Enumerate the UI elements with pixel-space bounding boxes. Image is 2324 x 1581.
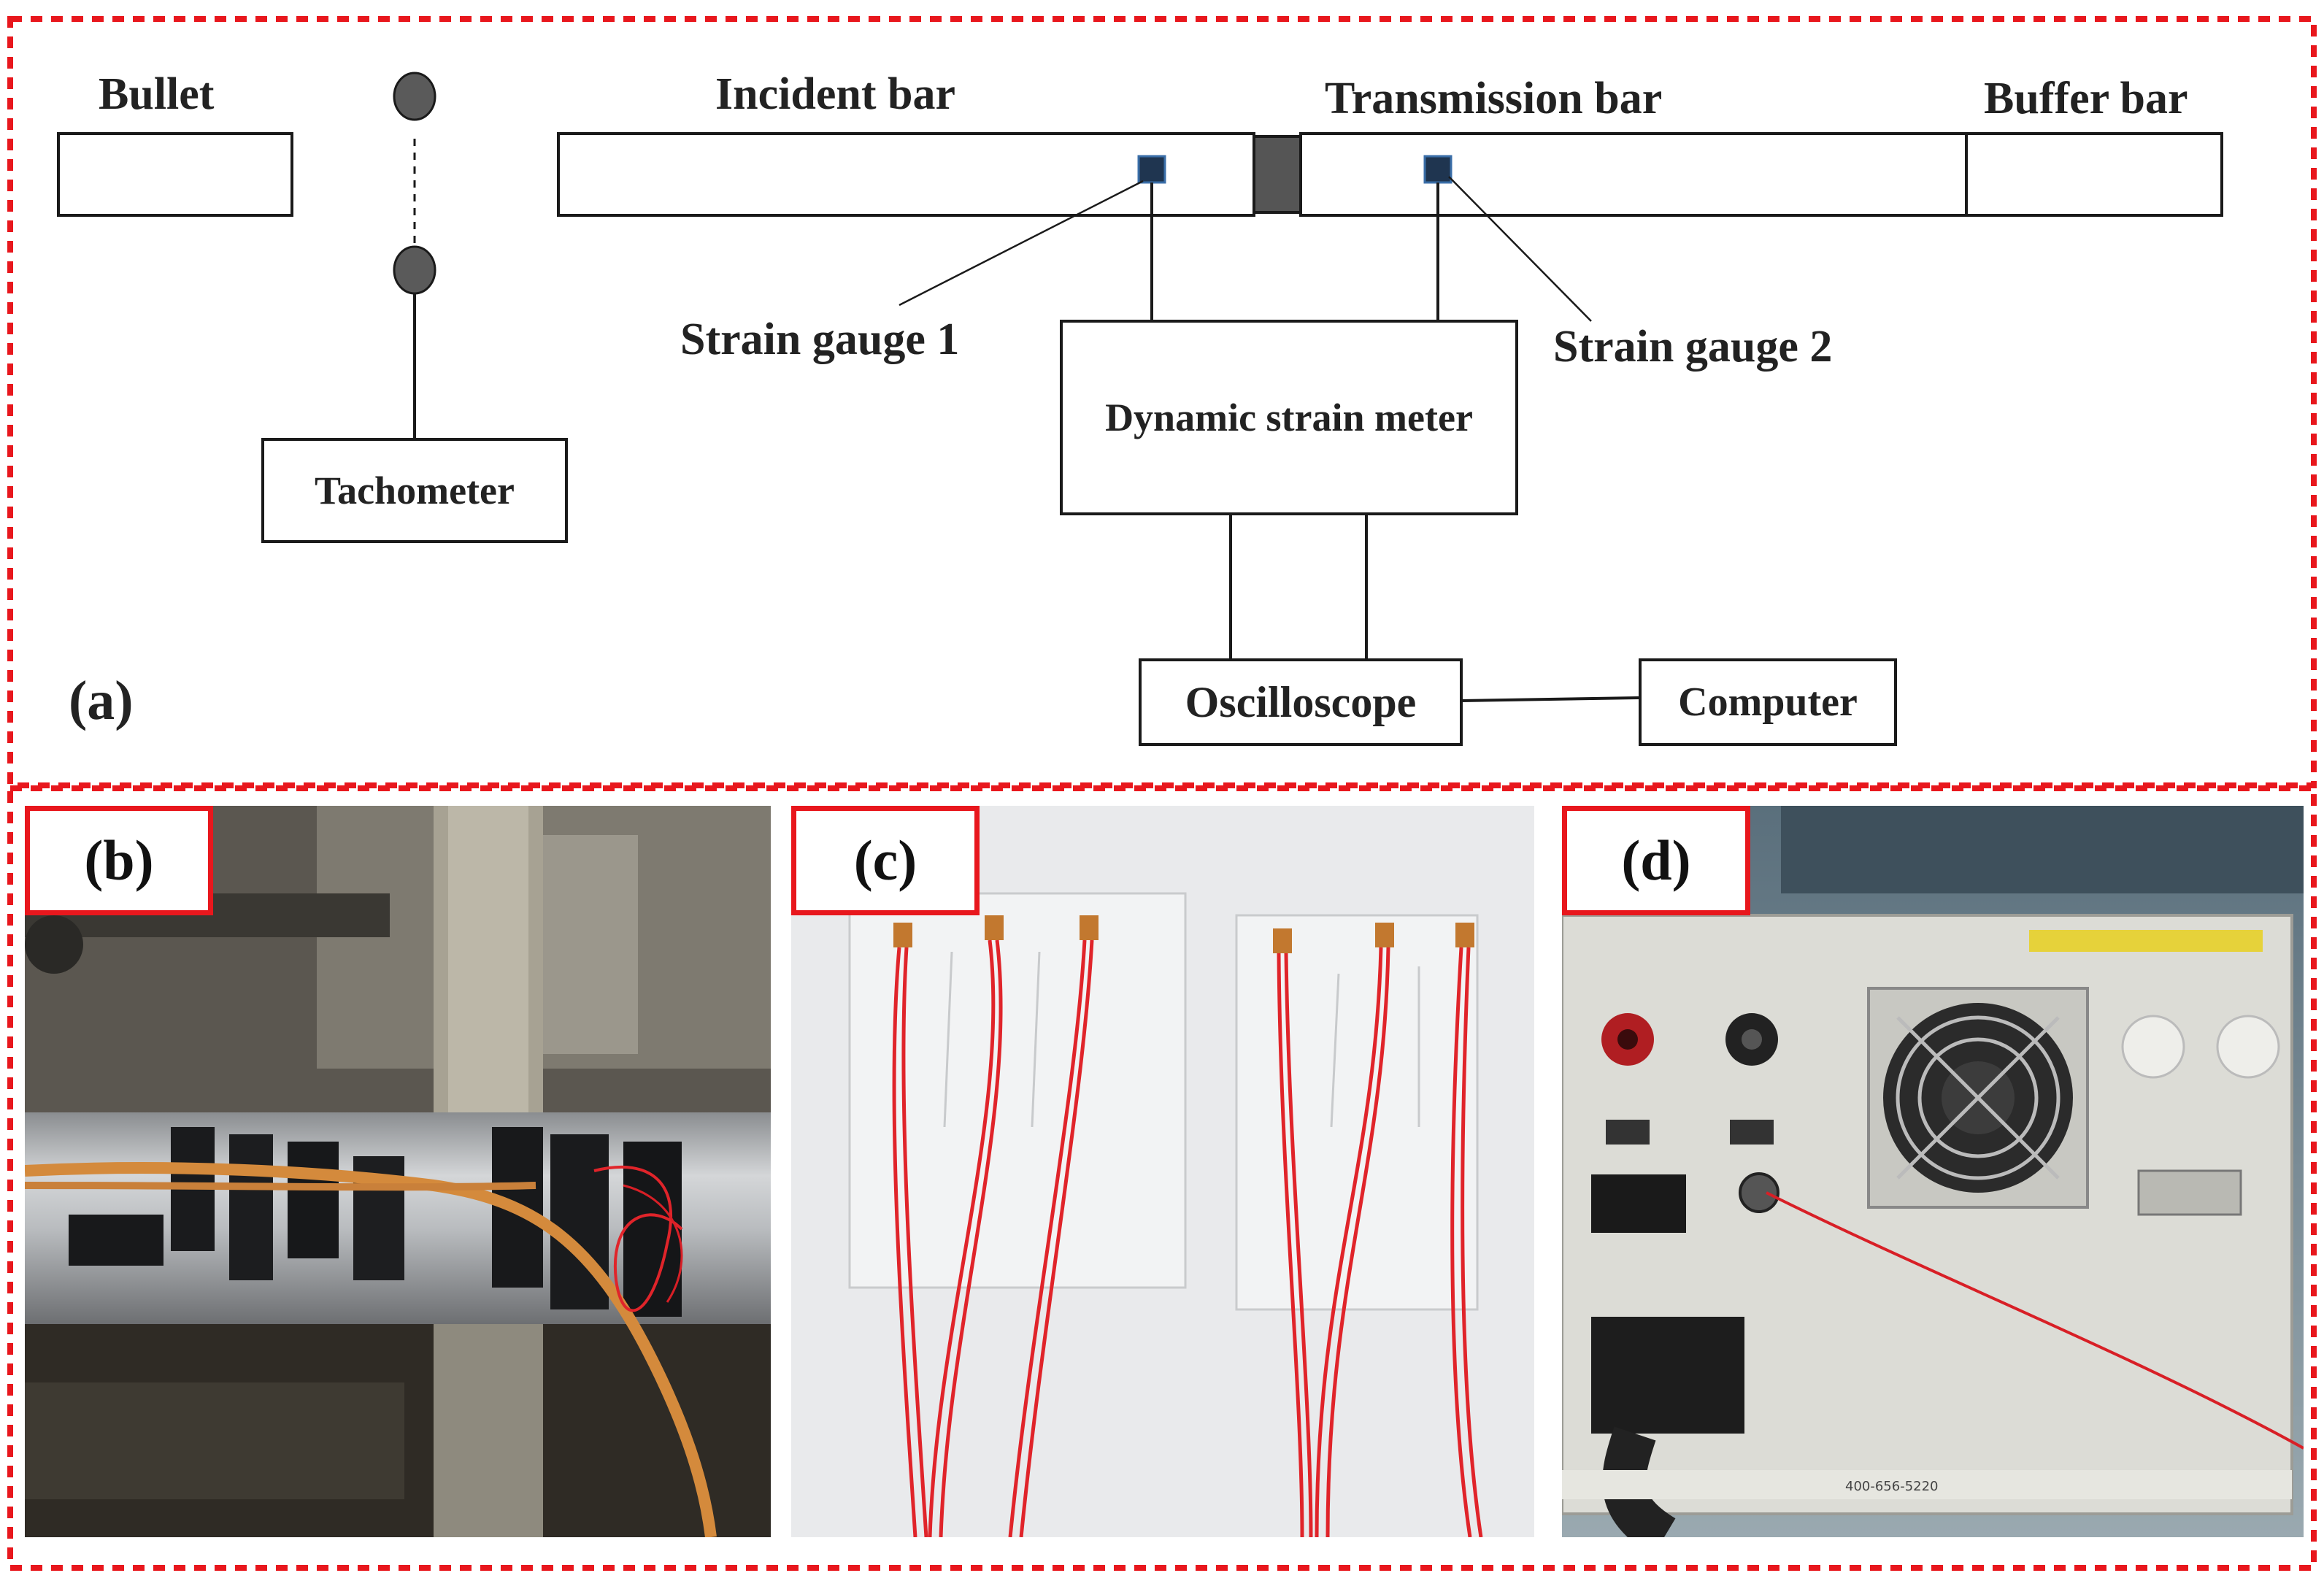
tachometer-box: Tachometer [261,438,568,543]
bullet-rect [57,132,293,217]
gauge-2-leader [1448,176,1592,322]
osc-computer-wire [1461,696,1639,702]
transmission-bar-rect [1299,132,1968,217]
panel-c-tag-box: (c) [791,806,980,915]
oscilloscope-label: Oscilloscope [1185,678,1417,726]
panel-bcd-border [7,785,2317,1571]
panel-c-tag: (c) [853,828,917,892]
incident-bar-label: Incident bar [715,69,955,119]
oscilloscope-box: Oscilloscope [1139,658,1463,746]
panel-b-illustration [25,806,771,1537]
panel-d-photo: 400-656-5220 [1562,806,2304,1537]
gauge-1-leader [899,180,1144,307]
panel-d-tag: (d) [1621,828,1691,892]
bullet-label: Bullet [99,69,215,119]
specimen-rect [1253,135,1304,214]
buffer-bar-rect [1965,132,2223,217]
panel-d-tag-box: (d) [1562,806,1750,915]
strain-gauge-1-label: Strain gauge 1 [680,315,960,364]
panel-b-tag-box: (b) [25,806,213,915]
panel-b-tag: (b) [84,828,154,892]
tachometer-label: Tachometer [315,469,515,512]
strain-gauge-2-label: Strain gauge 2 [1553,322,1833,372]
panel-d-illustration: 400-656-5220 [1562,806,2304,1537]
transmission-bar-label: Transmission bar [1325,74,1663,123]
panel-c-illustration [791,806,1534,1537]
computer-label: Computer [1678,680,1858,725]
sensor-dot-bottom [393,245,436,295]
strain-gauge-1-marker [1137,155,1166,184]
panel-c-photo [791,806,1534,1537]
dynamic-strain-meter-label: Dynamic strain meter [1105,396,1473,439]
buffer-bar-label: Buffer bar [1984,74,2188,123]
panel-b-photo [25,806,771,1537]
panel-a-tag: (a) [69,670,134,731]
sensor-dot-top [393,72,436,121]
computer-box: Computer [1639,658,1897,746]
strain-gauge-2-marker [1423,155,1452,184]
hotline-text: 400-656-5220 [1845,1479,1939,1494]
dynamic-strain-meter-box: Dynamic strain meter [1060,320,1518,515]
